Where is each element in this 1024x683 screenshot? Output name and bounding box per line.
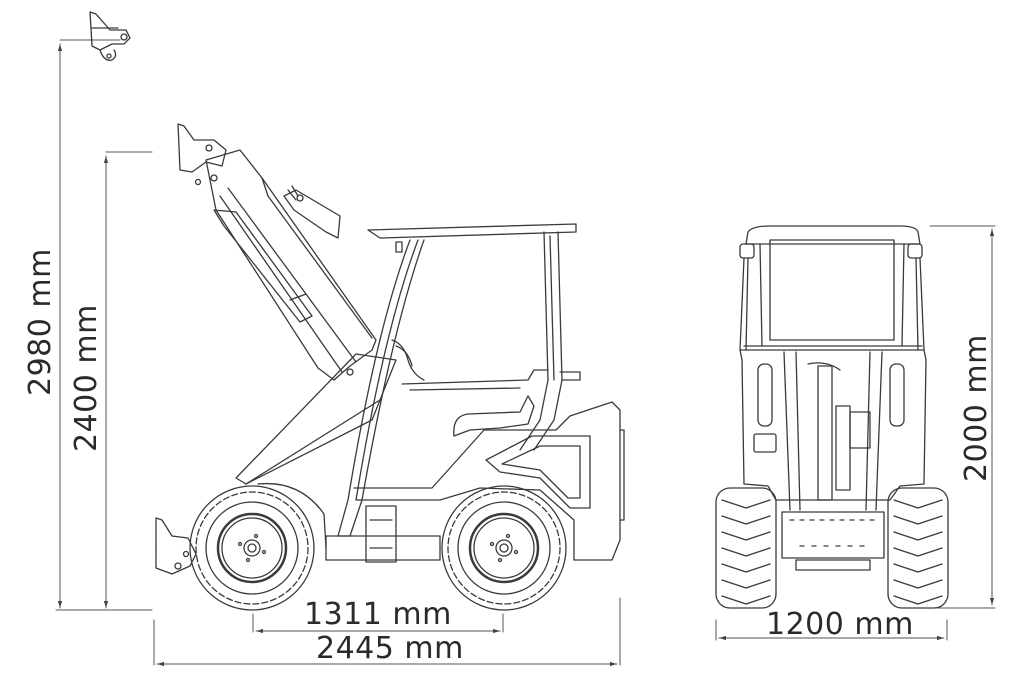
label-wheelbase: 1311 mm (304, 597, 452, 632)
label-max-pivot-height: 2980 mm (23, 248, 58, 396)
label-overall-height: 2000 mm (959, 334, 994, 482)
label-standard-pivot-height: 2400 mm (69, 304, 104, 452)
raised-attachment-plate (89, 11, 131, 61)
side-view-loader (155, 123, 625, 611)
rear-wheel (441, 485, 567, 611)
front-view-left-tyre (715, 487, 777, 609)
dimension-2000 (929, 225, 996, 609)
dimension-2400 (55, 151, 153, 611)
front-view-right-tyre (887, 487, 949, 609)
label-overall-length: 2445 mm (316, 631, 464, 666)
front-view-loader (715, 225, 949, 609)
dimension-1311 (252, 613, 504, 634)
dimension-2445 (153, 597, 621, 667)
dimension-2980 (57, 39, 121, 609)
front-wheel (189, 485, 315, 611)
dimension-1200 (715, 619, 948, 641)
label-overall-width: 1200 mm (766, 607, 914, 642)
